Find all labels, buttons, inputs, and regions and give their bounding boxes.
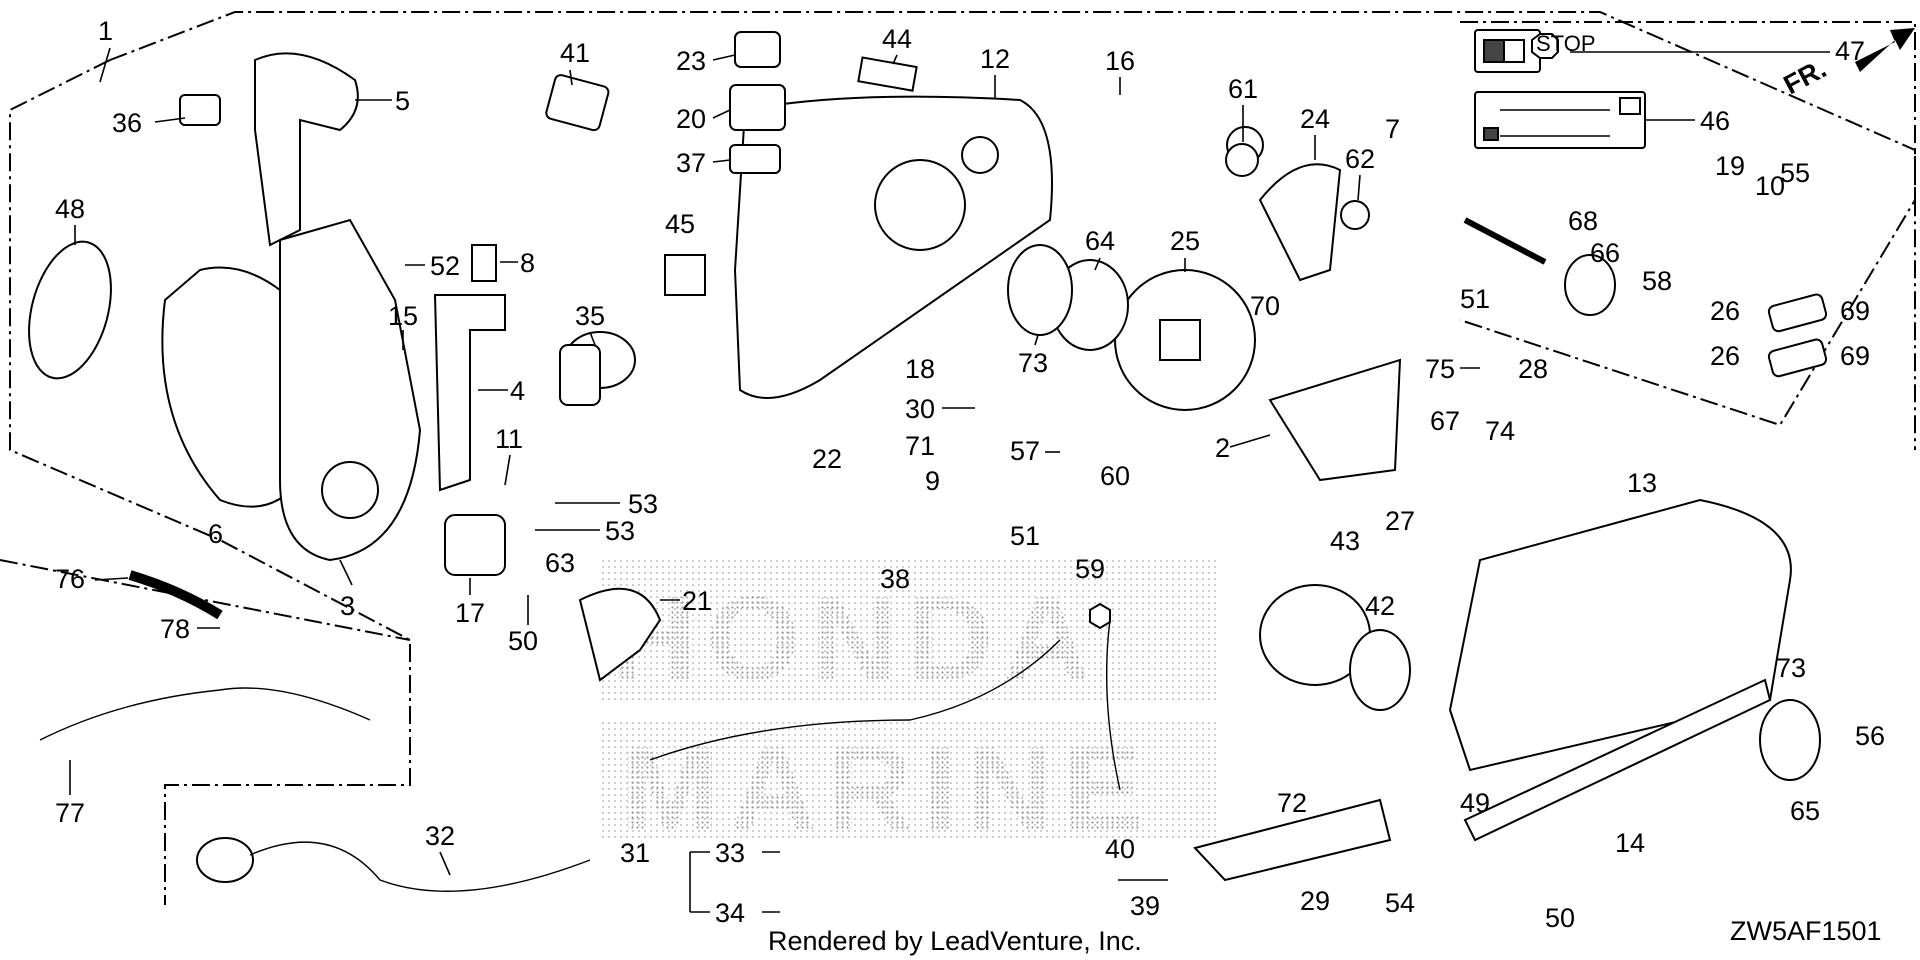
callout-5: 5: [395, 86, 410, 116]
callout-18: 18: [905, 354, 935, 384]
watermark: HONDA MARINE: [600, 560, 1220, 856]
callout-32: 32: [425, 821, 455, 851]
callout-50b: 50: [1545, 903, 1575, 933]
callout-48: 48: [55, 194, 85, 224]
callout-26a: 26: [1710, 296, 1740, 326]
callout-58: 58: [1642, 266, 1672, 296]
callout-33: 33: [715, 838, 745, 868]
callout-3: 3: [340, 591, 355, 621]
callout-63: 63: [545, 548, 575, 578]
callout-74: 74: [1485, 416, 1515, 446]
callout-14: 14: [1615, 828, 1645, 858]
callout-62: 62: [1345, 144, 1375, 174]
direction-label: FR.: [1779, 53, 1831, 100]
callout-12: 12: [980, 44, 1010, 74]
callout-45: 45: [665, 209, 695, 239]
callout-47: 47: [1835, 36, 1865, 66]
callout-6: 6: [208, 519, 223, 549]
callout-10: 10: [1755, 171, 1785, 201]
callout-17: 17: [455, 598, 485, 628]
diagram-code: ZW5AF1501: [1730, 916, 1882, 946]
callout-70: 70: [1250, 291, 1280, 321]
callouts: 1 36 5 48 52 8 15 4 11 53 53 6 3 17 63 5…: [55, 16, 1885, 933]
callout-1: 1: [98, 16, 113, 46]
callout-49: 49: [1460, 788, 1490, 818]
callout-72: 72: [1277, 788, 1307, 818]
callout-29: 29: [1300, 886, 1330, 916]
callout-34: 34: [715, 898, 745, 928]
callout-77: 77: [55, 798, 85, 828]
callout-64: 64: [1085, 226, 1115, 256]
callout-59: 59: [1075, 554, 1105, 584]
callout-66: 66: [1590, 238, 1620, 268]
callout-7: 7: [1385, 114, 1400, 144]
callout-50a: 50: [508, 626, 538, 656]
callout-38: 38: [880, 564, 910, 594]
callout-68: 68: [1568, 206, 1598, 236]
callout-43: 43: [1330, 526, 1360, 556]
callout-55: 55: [1780, 158, 1810, 188]
callout-21: 21: [682, 586, 712, 616]
callout-19: 19: [1715, 151, 1745, 181]
callout-71: 71: [905, 431, 935, 461]
callout-52: 52: [430, 251, 460, 281]
callout-76: 76: [55, 564, 85, 594]
callout-69b: 69: [1840, 341, 1870, 371]
callout-8: 8: [520, 248, 535, 278]
callout-41: 41: [560, 38, 590, 68]
callout-69a: 69: [1840, 296, 1870, 326]
callout-56: 56: [1855, 721, 1885, 751]
callout-28: 28: [1518, 354, 1548, 384]
callout-36: 36: [112, 108, 142, 138]
callout-46: 46: [1700, 106, 1730, 136]
callout-44: 44: [882, 24, 912, 54]
callout-51b: 51: [1460, 284, 1490, 314]
callout-61: 61: [1228, 74, 1258, 104]
callout-16: 16: [1105, 46, 1135, 76]
callout-26b: 26: [1710, 341, 1740, 371]
stop-icon: STOP: [1531, 31, 1596, 59]
label-decals: STOP: [1474, 29, 1646, 149]
callout-39: 39: [1130, 891, 1160, 921]
callout-11: 11: [495, 424, 523, 454]
callout-60: 60: [1100, 461, 1130, 491]
footer-credit: Rendered by LeadVenture, Inc.: [768, 926, 1142, 956]
callout-20: 20: [676, 104, 706, 134]
callout-51a: 51: [1010, 521, 1040, 551]
callout-37: 37: [676, 148, 706, 178]
callout-54: 54: [1385, 888, 1415, 918]
callout-53b: 53: [605, 516, 635, 546]
callout-75: 75: [1425, 354, 1455, 384]
callout-13: 13: [1627, 468, 1657, 498]
callout-67: 67: [1430, 406, 1460, 436]
watermark-line2: MARINE: [620, 722, 1153, 856]
part-shapes: [28, 31, 1828, 892]
callout-30: 30: [905, 394, 935, 424]
callout-53a: 53: [628, 489, 658, 519]
callout-35: 35: [575, 301, 605, 331]
callout-73a: 73: [1018, 348, 1048, 378]
callout-4: 4: [510, 376, 525, 406]
book-icon: [1483, 39, 1525, 63]
assembly-outlines: [0, 11, 1916, 905]
callout-31: 31: [620, 838, 650, 868]
callout-27: 27: [1385, 506, 1415, 536]
callout-22: 22: [812, 444, 842, 474]
callout-65: 65: [1790, 796, 1820, 826]
callout-23: 23: [676, 46, 706, 76]
callout-73b: 73: [1776, 653, 1806, 683]
callout-15: 15: [388, 301, 418, 331]
front-arrow-icon: [1855, 28, 1915, 72]
callout-57: 57: [1010, 436, 1040, 466]
callout-42: 42: [1365, 591, 1395, 621]
callout-78: 78: [160, 614, 190, 644]
callout-2: 2: [1215, 433, 1230, 463]
callout-9: 9: [925, 466, 940, 496]
callout-25: 25: [1170, 226, 1200, 256]
watermark-line1: HONDA: [610, 572, 1100, 706]
callout-40: 40: [1105, 834, 1135, 864]
callout-24: 24: [1300, 104, 1330, 134]
